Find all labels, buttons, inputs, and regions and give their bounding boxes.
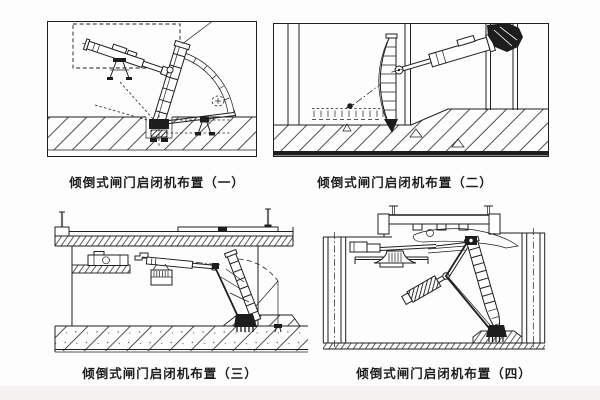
frame	[273, 23, 549, 157]
excavation-triangles	[342, 123, 465, 148]
hinge-pit-outline	[145, 117, 173, 139]
downstream-anchor	[195, 95, 225, 136]
pedestal-and-motor	[349, 241, 467, 268]
right-wall	[499, 228, 546, 347]
hinge-anchor-block	[149, 115, 169, 148]
lowered-gate-phantom	[413, 228, 519, 249]
figure-2-caption: 倾倒式闸门启闭机布置（二）	[317, 176, 493, 190]
hanging-counterweight	[150, 263, 173, 286]
deck-structure	[54, 208, 294, 247]
floor-slab	[54, 325, 308, 353]
figure-4-caption: 倾倒式闸门启闭机布置（四）	[356, 367, 532, 381]
floor-slab	[323, 342, 545, 350]
tilting-gate	[463, 235, 507, 342]
hoist-cylinder	[391, 33, 507, 73]
gate-bottom-shoe	[384, 119, 398, 133]
ground-section	[274, 108, 548, 156]
frame	[47, 21, 257, 157]
trajectory-hook	[345, 103, 355, 109]
rod-pin-pulley	[166, 66, 174, 74]
walkway-lines	[427, 245, 466, 254]
figure-3-caption: 倾倒式闸门启闭机布置（三）	[82, 367, 258, 381]
left-wall	[322, 232, 392, 347]
page-footer-strip	[0, 386, 600, 400]
diagonal-cylinder	[401, 240, 497, 335]
service-bridge	[377, 205, 501, 237]
gate-heel-block	[486, 325, 507, 337]
cylinder-gate-joint	[212, 263, 219, 269]
hoist-cylinder	[145, 256, 218, 271]
tilting-gate	[212, 248, 262, 332]
hoist-cylinder	[82, 38, 176, 77]
rotation-fan-arc	[160, 52, 237, 125]
figure-3-drawing	[50, 205, 315, 355]
figure-1-caption: 倾倒式闸门启闭机布置（一）	[69, 176, 245, 190]
anchor-mass	[487, 23, 523, 52]
hoist-machine	[87, 251, 149, 266]
figure-1-drawing	[46, 20, 258, 158]
floor-anchor	[274, 324, 282, 333]
tilting-gate	[151, 21, 213, 127]
lowering-trajectory	[352, 73, 395, 106]
tilting-gate	[378, 33, 404, 133]
figure-4-drawing	[318, 203, 554, 351]
lowered-gate-phantom	[312, 108, 384, 120]
figure-2-drawing	[272, 22, 550, 158]
support-trestle	[107, 58, 132, 80]
machine-ledge	[71, 264, 131, 274]
